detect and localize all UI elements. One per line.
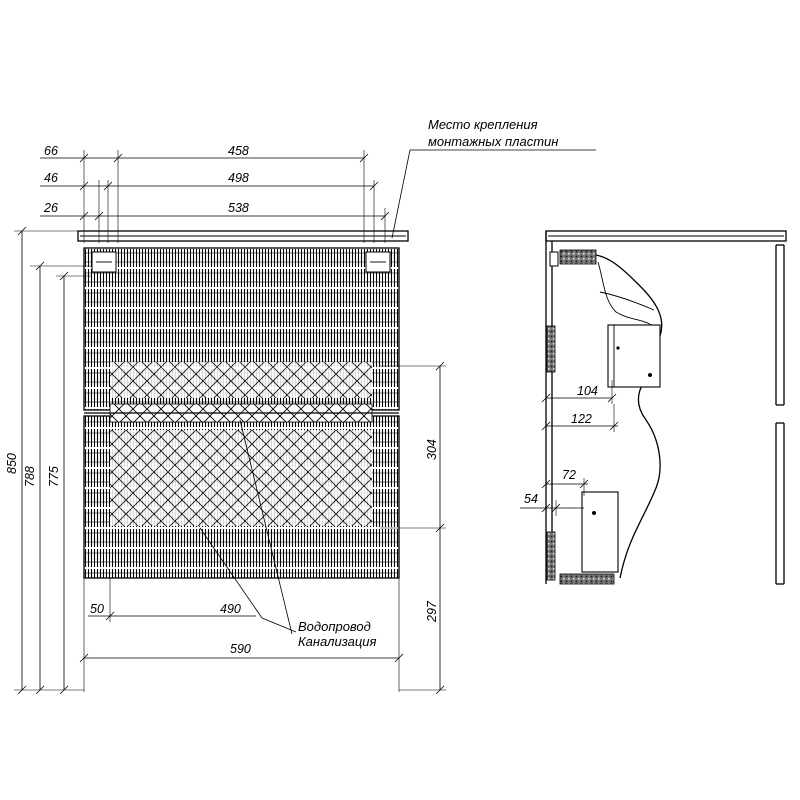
sewer-note: Канализация (298, 634, 376, 649)
plumbing-notes: Водопровод Канализация (199, 419, 376, 649)
mounting-note: Место крепления монтажных пластин (391, 117, 596, 239)
dim-590: 590 (230, 642, 251, 656)
dim-122: 122 (571, 412, 592, 426)
dim-54: 54 (524, 492, 538, 506)
dim-490: 490 (220, 602, 241, 616)
front-view (77, 230, 409, 579)
seal-bottom (559, 573, 615, 585)
bottom-dimensions: 50 490 590 (79, 578, 404, 692)
dim-46: 46 (44, 171, 58, 185)
back-bracket (549, 251, 559, 267)
dim-304: 304 (425, 439, 439, 460)
seal-top (559, 249, 597, 265)
dim-72: 72 (562, 468, 576, 482)
water-note: Водопровод (298, 619, 371, 634)
drawer-box-upper (607, 324, 661, 388)
dim-297: 297 (425, 600, 439, 623)
plumbing-zone-lower (110, 430, 372, 526)
dim-850: 850 (5, 453, 19, 474)
right-dimensions: 304 297 (380, 361, 446, 695)
dim-104: 104 (577, 384, 598, 398)
side-dimensions: 104 122 72 54 (520, 380, 619, 516)
seal-back-lower (546, 531, 556, 581)
drawer-box-lower (581, 491, 619, 573)
top-dimensions: 66 458 46 498 26 538 (40, 144, 390, 243)
dim-498: 498 (228, 171, 249, 185)
mounting-note-line2: монтажных пластин (428, 134, 558, 149)
seal-back-upper (546, 325, 556, 373)
dim-775: 775 (47, 466, 61, 487)
dim-66: 66 (44, 144, 58, 158)
mounting-note-line1: Место крепления (428, 117, 538, 132)
plumbing-zone-upper (110, 362, 372, 398)
dim-458: 458 (228, 144, 249, 158)
dim-50: 50 (90, 602, 104, 616)
dim-788: 788 (23, 466, 37, 487)
dim-538: 538 (228, 201, 249, 215)
side-view (545, 230, 787, 585)
dim-26: 26 (43, 201, 58, 215)
left-dimensions: 850 788 775 (5, 226, 92, 695)
